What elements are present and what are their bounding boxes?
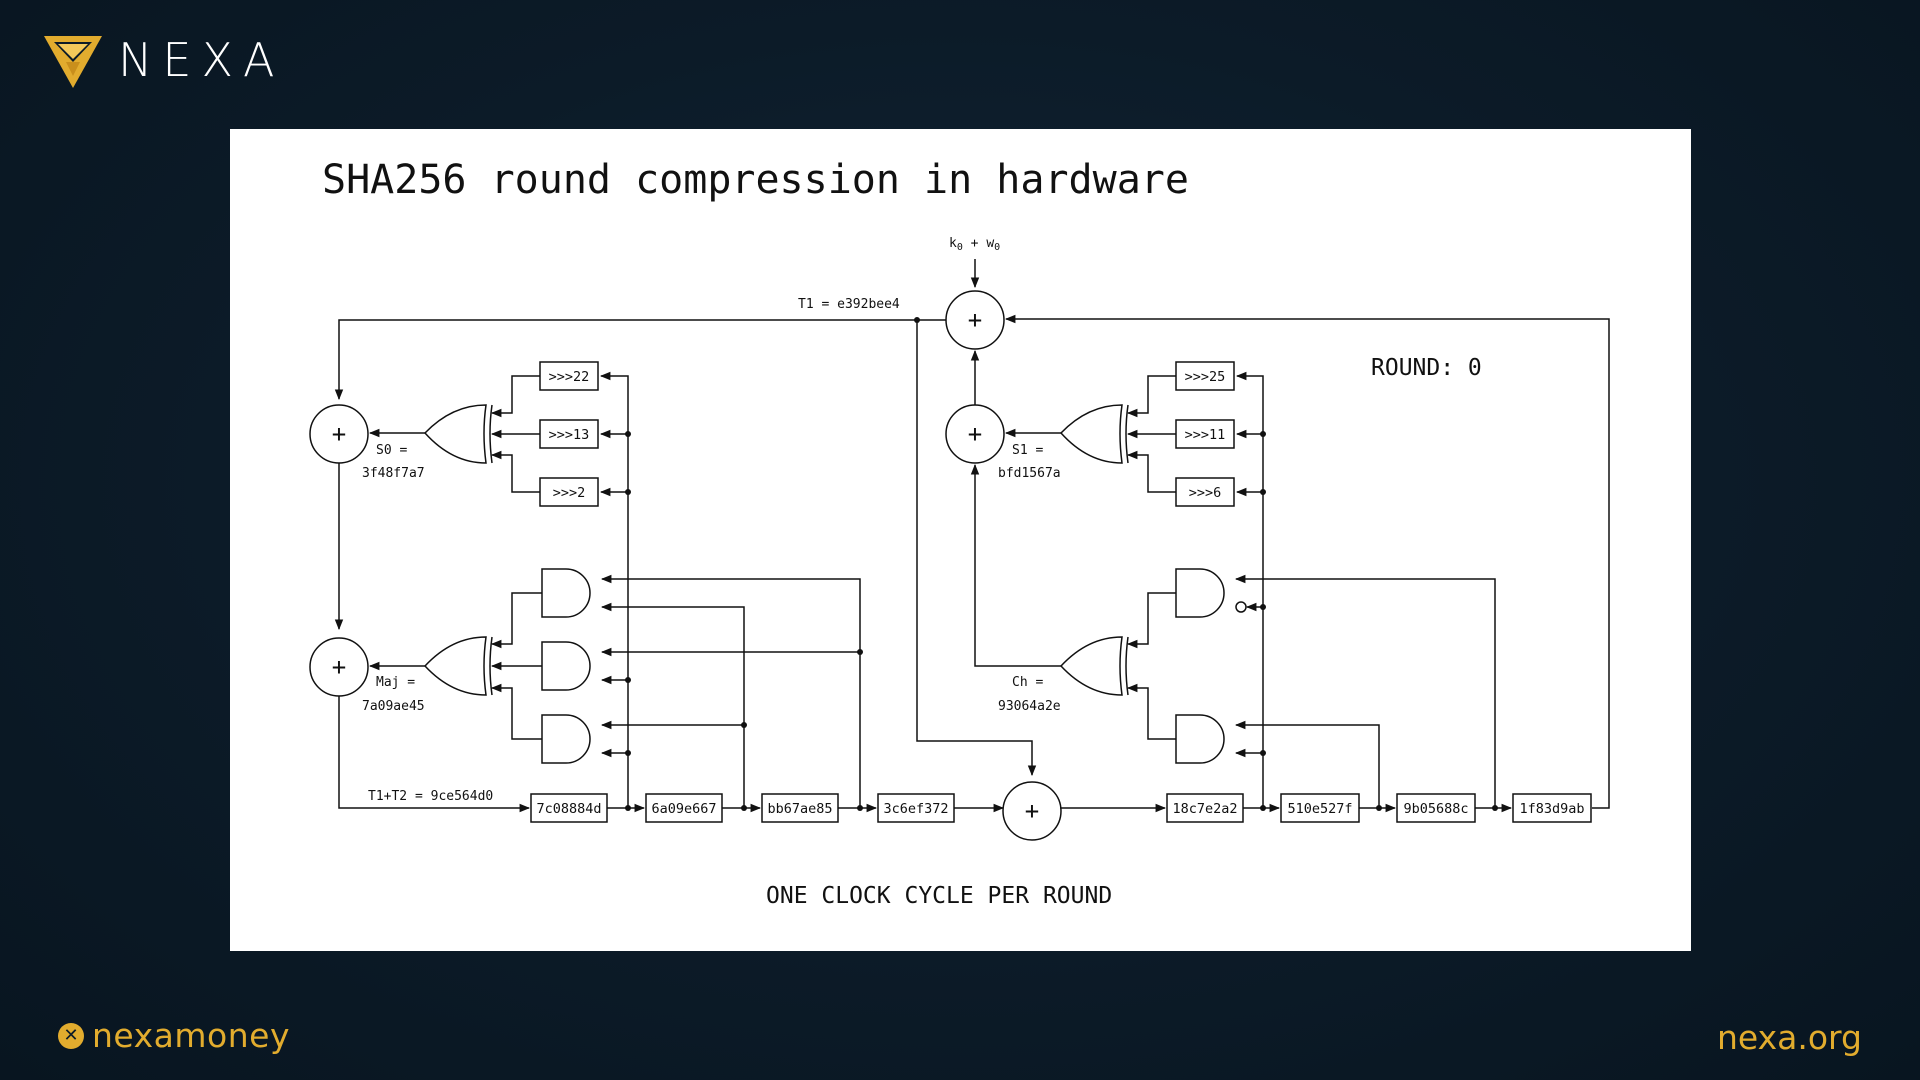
brand-name: NEXA bbox=[118, 33, 285, 87]
svg-text:>>>11: >>>11 bbox=[1185, 427, 1226, 443]
svg-text:510e527f: 510e527f bbox=[1287, 801, 1352, 817]
svg-text:+: + bbox=[968, 306, 982, 334]
svg-text:+: + bbox=[332, 420, 346, 448]
social-handle[interactable]: ✕ nexamoney bbox=[58, 1016, 290, 1055]
rot-25-box: >>>25 bbox=[1175, 361, 1235, 391]
s1-name: S1 = bbox=[1012, 443, 1043, 458]
s0-xor-gate bbox=[423, 404, 493, 464]
svg-text:3c6ef372: 3c6ef372 bbox=[883, 801, 948, 817]
svg-text:>>>13: >>>13 bbox=[549, 427, 590, 443]
svg-text:>>>6: >>>6 bbox=[1189, 485, 1222, 501]
sha256-diagram: SHA256 round compression in hardware ROU… bbox=[309, 157, 1610, 909]
ch-name: Ch = bbox=[1012, 675, 1043, 690]
rot-11-box: >>>11 bbox=[1175, 419, 1235, 449]
d-plus-t1-adder: + bbox=[1002, 781, 1062, 841]
nexa-logo-icon bbox=[44, 36, 102, 88]
s0-adder: + bbox=[309, 404, 369, 464]
maj-and-gate-1 bbox=[541, 568, 591, 618]
svg-text:+: + bbox=[968, 420, 982, 448]
svg-text:+: + bbox=[332, 653, 346, 681]
slide-title: SHA256 round compression in hardware bbox=[322, 157, 1189, 203]
svg-text:>>>2: >>>2 bbox=[553, 485, 586, 501]
rot-2-box: >>>2 bbox=[539, 477, 599, 507]
rot-22-box: >>>22 bbox=[539, 361, 599, 391]
round-label: ROUND: 0 bbox=[1371, 355, 1482, 381]
t1-label: T1 = e392bee4 bbox=[798, 297, 900, 312]
maj-xor-gate bbox=[423, 636, 493, 696]
register-e: 510e527f bbox=[1280, 793, 1360, 823]
s1-adder: + bbox=[945, 404, 1005, 464]
svg-text:7c08884d: 7c08884d bbox=[536, 801, 601, 817]
clock-caption: ONE CLOCK CYCLE PER ROUND bbox=[766, 883, 1112, 909]
ch-xor-gate bbox=[1059, 636, 1129, 696]
social-handle-text: nexamoney bbox=[92, 1016, 290, 1055]
svg-text:9b05688c: 9b05688c bbox=[1403, 801, 1468, 817]
maj-adder: + bbox=[309, 637, 369, 697]
ch-value: 93064a2e bbox=[998, 699, 1061, 714]
s0-value: 3f48f7a7 bbox=[362, 466, 425, 481]
website-link[interactable]: nexa.org bbox=[1716, 1018, 1862, 1057]
t1t2-label: T1+T2 = 9ce564d0 bbox=[368, 789, 493, 804]
s0-name: S0 = bbox=[376, 443, 407, 458]
t1-adder: + bbox=[945, 290, 1005, 350]
register-g: 1f83d9ab bbox=[1512, 793, 1592, 823]
svg-text:6a09e667: 6a09e667 bbox=[651, 801, 716, 817]
svg-text:1f83d9ab: 1f83d9ab bbox=[1519, 801, 1584, 817]
nexa-logo: NEXA bbox=[44, 30, 284, 90]
register-a: 6a09e667 bbox=[645, 793, 723, 823]
register-c: 3c6ef372 bbox=[877, 793, 955, 823]
x-icon: ✕ bbox=[58, 1022, 84, 1049]
ch-and-gate-1 bbox=[1175, 568, 1247, 618]
rot-13-box: >>>13 bbox=[539, 419, 599, 449]
register-e-in: 18c7e2a2 bbox=[1166, 793, 1244, 823]
svg-text:+: + bbox=[1025, 797, 1039, 825]
svg-text:>>>25: >>>25 bbox=[1185, 369, 1226, 385]
svg-text:18c7e2a2: 18c7e2a2 bbox=[1172, 801, 1237, 817]
maj-and-gate-3 bbox=[541, 714, 591, 764]
ch-and-gate-2 bbox=[1175, 714, 1225, 764]
register-f: 9b05688c bbox=[1396, 793, 1476, 823]
svg-text:>>>22: >>>22 bbox=[549, 369, 590, 385]
slide-panel: SHA256 round compression in hardware ROU… bbox=[230, 129, 1691, 951]
register-a-in: 7c08884d bbox=[530, 793, 608, 823]
rot-6-box: >>>6 bbox=[1175, 477, 1235, 507]
register-b: bb67ae85 bbox=[761, 793, 839, 823]
maj-value: 7a09ae45 bbox=[362, 699, 425, 714]
maj-name: Maj = bbox=[376, 675, 415, 690]
s1-xor-gate bbox=[1059, 404, 1129, 464]
maj-and-gate-2 bbox=[541, 641, 591, 691]
input-label: k0 + w0 bbox=[949, 236, 1000, 253]
s1-value: bfd1567a bbox=[998, 466, 1061, 481]
svg-text:bb67ae85: bb67ae85 bbox=[767, 801, 832, 817]
